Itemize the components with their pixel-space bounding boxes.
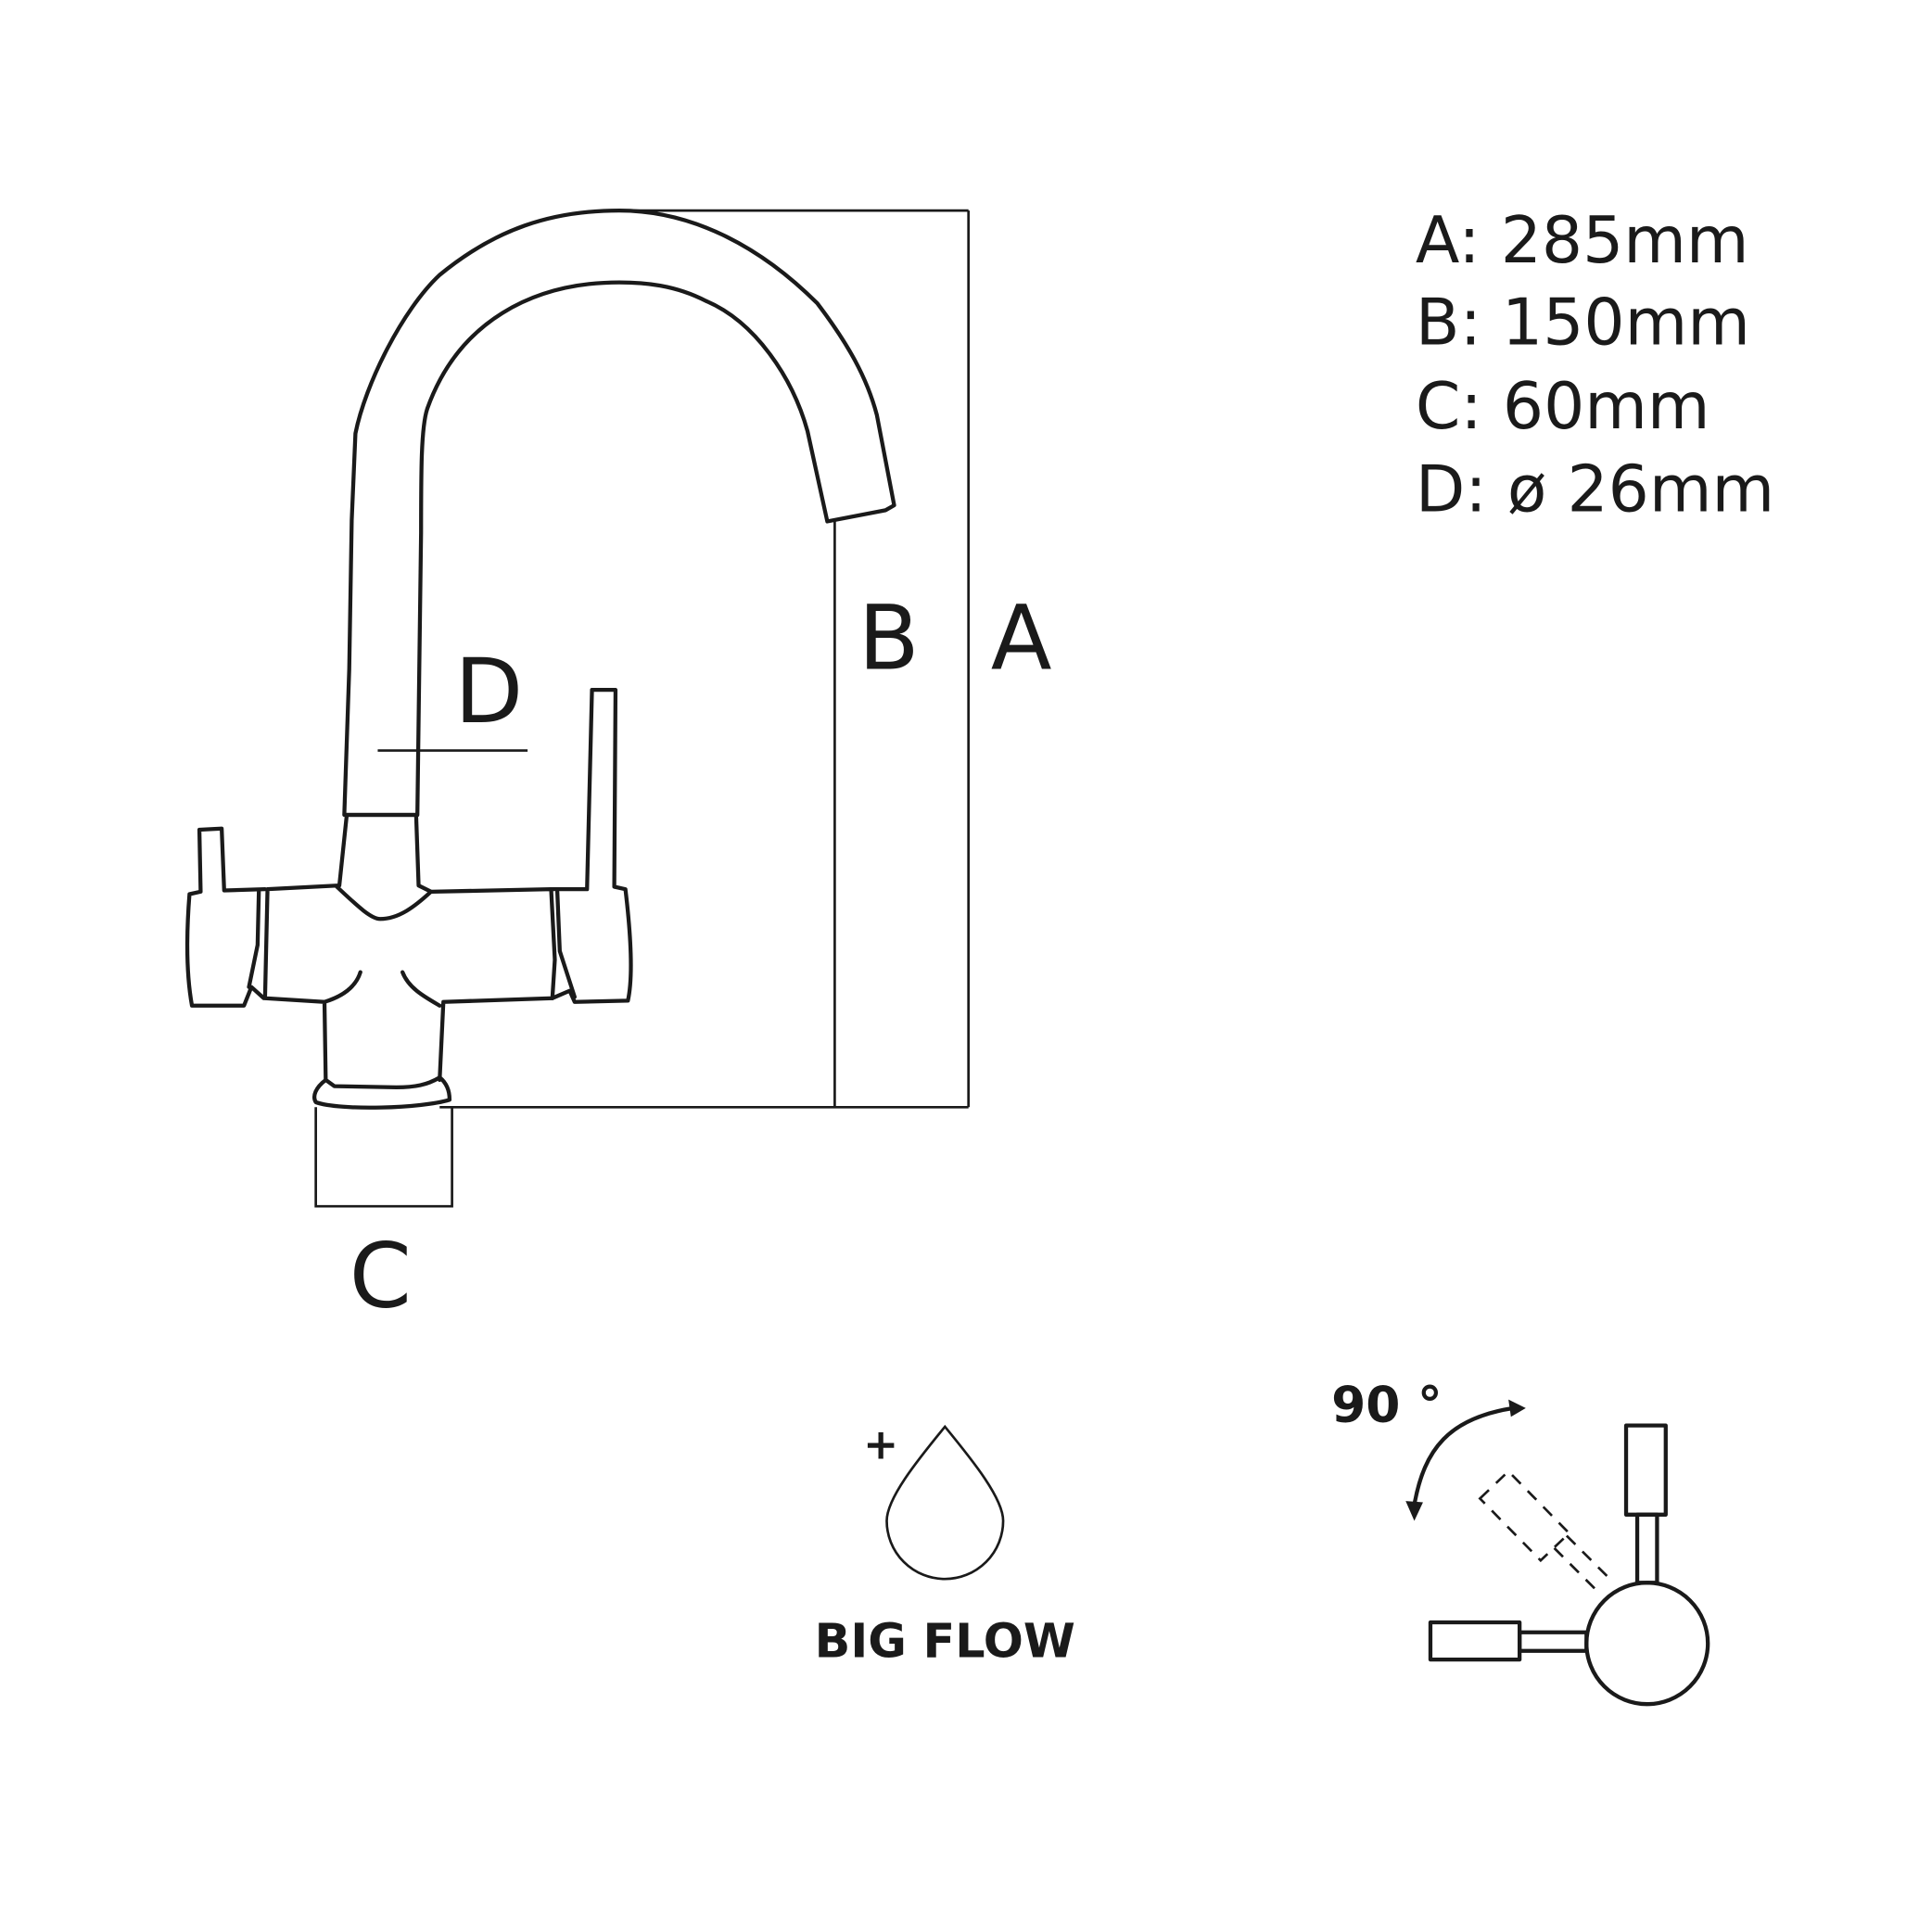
handle-rotation-diagram: 90 °	[1331, 1376, 1710, 1707]
label-d: D	[454, 640, 523, 744]
big-flow-badge: + BIG FLOW	[815, 1420, 1075, 1669]
handle-horizontal-grip	[1428, 1620, 1522, 1662]
handle-intermediate-dashed	[1478, 1469, 1611, 1593]
dimension-c: C: 60mm	[1416, 370, 1710, 444]
arrowhead-end-icon	[1508, 1399, 1526, 1417]
dimension-a: A: 285mm	[1416, 204, 1749, 278]
label-b: B	[858, 586, 920, 690]
faucet-outline	[184, 208, 896, 1110]
dimension-b: B: 150mm	[1416, 286, 1750, 360]
handle-horizontal-stem	[1518, 1630, 1589, 1653]
plus-sign: +	[863, 1420, 898, 1469]
arrowhead-start-icon	[1405, 1501, 1423, 1521]
dimension-legend: A: 285mm B: 150mm C: 60mm D: ø 26mm	[1416, 204, 1774, 527]
label-c: C	[350, 1224, 412, 1328]
water-drop-icon	[885, 1424, 1005, 1581]
handle-vertical-stem	[1634, 1512, 1659, 1585]
dimension-d: D: ø 26mm	[1416, 453, 1774, 527]
dimension-lines	[314, 209, 971, 1208]
rotation-arrow-icon	[1412, 1405, 1516, 1507]
handle-vertical-grip	[1623, 1423, 1668, 1517]
rotation-label: 90 °	[1331, 1376, 1443, 1434]
label-a: A	[991, 586, 1052, 690]
tap-body-top-view	[1584, 1581, 1710, 1707]
big-flow-label: BIG FLOW	[815, 1613, 1075, 1668]
